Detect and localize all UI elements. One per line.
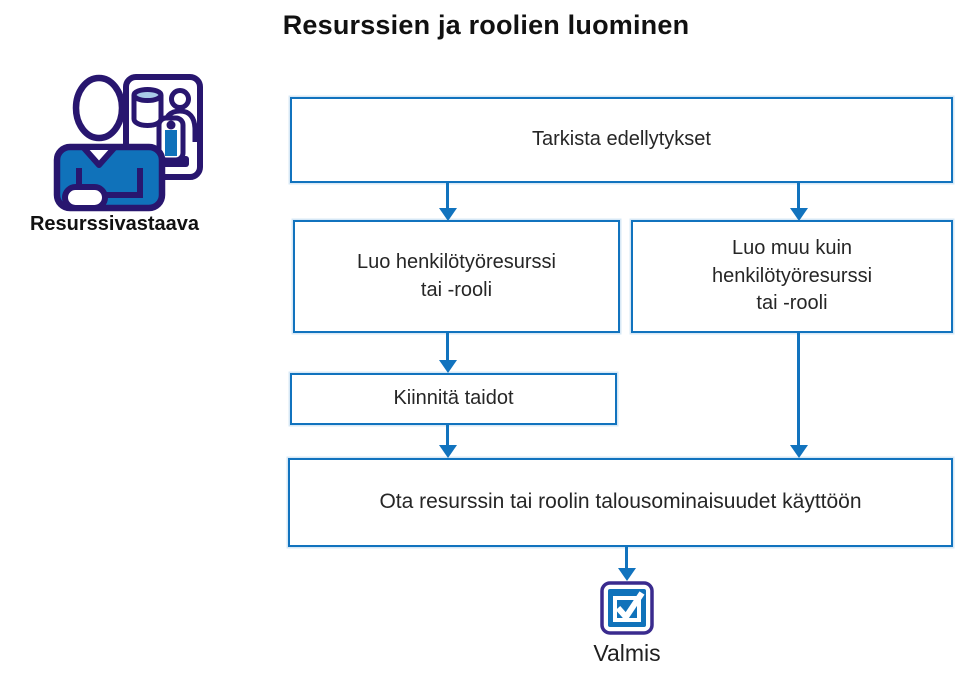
node-attach-skills: Kiinnitä taidot — [290, 373, 617, 425]
connector-nonperson-to-finance — [797, 333, 800, 446]
arrowhead-icon — [790, 208, 808, 221]
terminal-label: Valmis — [593, 640, 661, 666]
arrowhead-icon — [439, 208, 457, 221]
checkbox-checked-icon — [600, 581, 654, 635]
resource-manager-icon — [53, 74, 203, 212]
diagram-title: Resurssien ja roolien luominen — [282, 10, 690, 40]
connector-person-to-skills — [446, 333, 449, 361]
arrowhead-icon — [618, 568, 636, 581]
node-create-nonperson-resource: Luo muu kuin henkilötyöresurssi tai -roo… — [631, 220, 953, 333]
connector-check-to-nonperson — [797, 183, 800, 209]
node-create-person-resource: Luo henkilötyöresurssi tai -rooli — [293, 220, 620, 333]
connector-finance-to-done — [625, 547, 628, 569]
arrowhead-icon — [790, 445, 808, 458]
node-enable-finance-attributes: Ota resurssin tai roolin talousominaisuu… — [288, 458, 953, 547]
actor-label: Resurssivastaava — [29, 213, 199, 235]
arrowhead-icon — [439, 360, 457, 373]
connector-check-to-person — [446, 183, 449, 209]
node-check-prerequisites: Tarkista edellytykset — [290, 97, 953, 183]
connector-skills-to-finance — [446, 425, 449, 446]
arrowhead-icon — [439, 445, 457, 458]
